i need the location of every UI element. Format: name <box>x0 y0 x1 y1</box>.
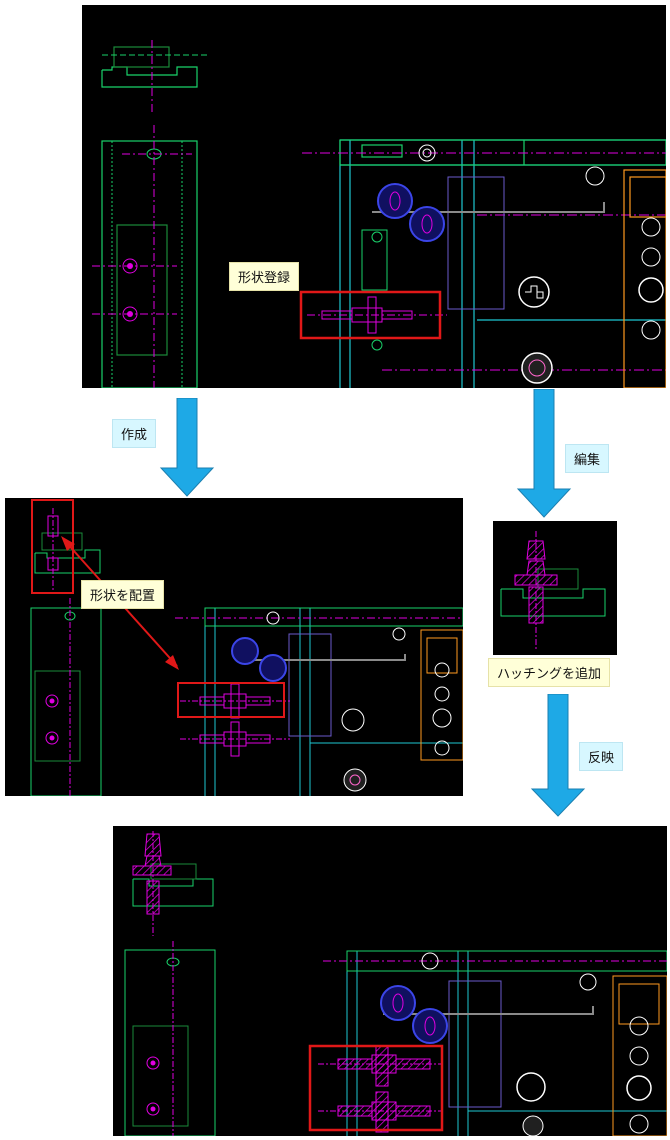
cad-drawing <box>500 531 606 651</box>
label-create: 作成 <box>112 419 157 448</box>
label-reflect: 反映 <box>579 742 624 771</box>
drawing-panel-edit <box>493 521 617 655</box>
arrow-down-icon <box>516 389 572 518</box>
drawing-panel-placement <box>5 498 463 796</box>
label-register: 形状登録 <box>229 262 300 291</box>
cad-drawing <box>124 831 667 1136</box>
drawing-panel-result <box>113 826 667 1136</box>
drawing-panel-original <box>82 5 666 388</box>
arrow-down-icon <box>530 694 586 817</box>
label-hatch: ハッチングを追加 <box>488 658 611 687</box>
cad-drawing <box>30 499 463 796</box>
arrow-down-icon <box>159 398 215 497</box>
label-place: 形状を配置 <box>81 580 165 609</box>
label-edit: 編集 <box>565 444 610 473</box>
highlight-box <box>299 290 442 340</box>
cad-drawing <box>92 40 666 388</box>
